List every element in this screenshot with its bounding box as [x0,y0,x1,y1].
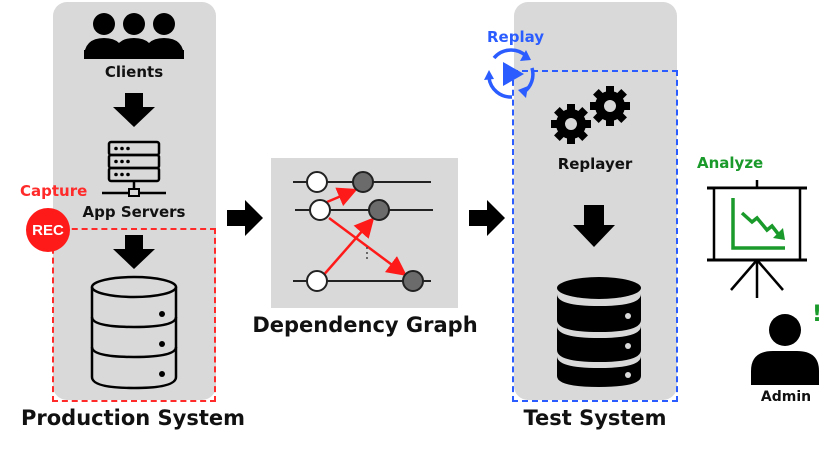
replay-boundary [512,70,678,402]
request-node [309,199,331,221]
down-arrow-icon [113,235,155,269]
test-system-panel [514,2,677,400]
right-arrow-icon [227,200,263,236]
dependent-node [402,270,424,292]
dependent-node [368,199,390,221]
app-servers-label: App Servers [82,203,186,221]
production-system-title: Production System [20,406,245,430]
gears-icon [551,86,630,144]
dependency-graph-diagram [293,171,433,292]
clients-icon [84,13,184,59]
analyze-label: Analyze [697,154,764,172]
request-node [306,171,328,193]
down-arrow-icon [573,205,615,247]
capture-label: Capture [20,182,88,200]
down-arrow-icon [113,93,155,127]
request-node [306,270,328,292]
admin-user-icon [751,314,819,385]
dependency-graph-title: Dependency Graph [252,313,478,337]
alert-mark: ! [812,302,823,327]
admin-label: Admin [760,389,812,405]
dependent-node [352,171,374,193]
presentation-chart-icon [707,180,807,298]
production-system-panel [53,2,216,400]
replayer-label: Replayer [557,155,633,173]
database-icon [90,275,178,390]
test-system-title: Test System [523,406,667,430]
replay-icon [484,48,535,99]
rec-badge-text: REC [32,221,64,239]
app-servers-icon [102,140,166,197]
right-arrow-icon [469,200,505,236]
replay-label: Replay [487,28,545,46]
database-icon [557,277,641,387]
clients-label: Clients [104,63,164,81]
rec-badge: REC [26,208,70,252]
capture-boundary [52,228,216,402]
